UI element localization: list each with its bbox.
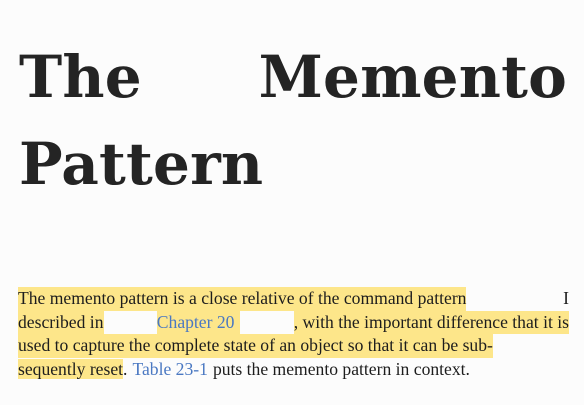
- paragraph-text: puts the memento pattern in context.: [212, 358, 470, 379]
- period: .: [123, 358, 128, 379]
- highlighted-text[interactable]: sequently reset: [18, 358, 124, 379]
- chapter-title-word-pattern: Pattern: [19, 130, 264, 198]
- chapter-20-link-wrapper: Chapter 20: [156, 310, 241, 334]
- paragraph-line-1: The memento pattern is a close relative …: [18, 287, 569, 311]
- highlighted-text[interactable]: used to capture the complete state of an…: [18, 334, 493, 358]
- paragraph-line-3: used to capture the complete state of an…: [18, 334, 569, 358]
- paragraph-line-4: sequently reset. Table 23-1 puts the mem…: [18, 358, 569, 382]
- chapter-20-link[interactable]: Chapter 20: [156, 311, 235, 332]
- intro-paragraph: The memento pattern is a close relative …: [18, 287, 569, 381]
- paragraph-text: I: [563, 288, 569, 308]
- chapter-title-line-1: The Memento: [19, 48, 567, 135]
- highlighted-text[interactable]: described in: [18, 310, 104, 334]
- chapter-title-word-memento: Memento: [258, 43, 567, 111]
- chapter-title-line-2: Pattern: [19, 135, 567, 222]
- paragraph-line-2: described in Chapter 20 , with the impor…: [18, 310, 569, 334]
- highlighted-text[interactable]: , with the important difference that it …: [293, 310, 569, 334]
- chapter-title-word-the: The: [19, 43, 142, 111]
- highlighted-text[interactable]: The memento pattern is a close relative …: [18, 287, 467, 311]
- chapter-title: The Memento Pattern: [19, 48, 567, 222]
- table-23-1-link[interactable]: Table 23-1: [132, 358, 208, 379]
